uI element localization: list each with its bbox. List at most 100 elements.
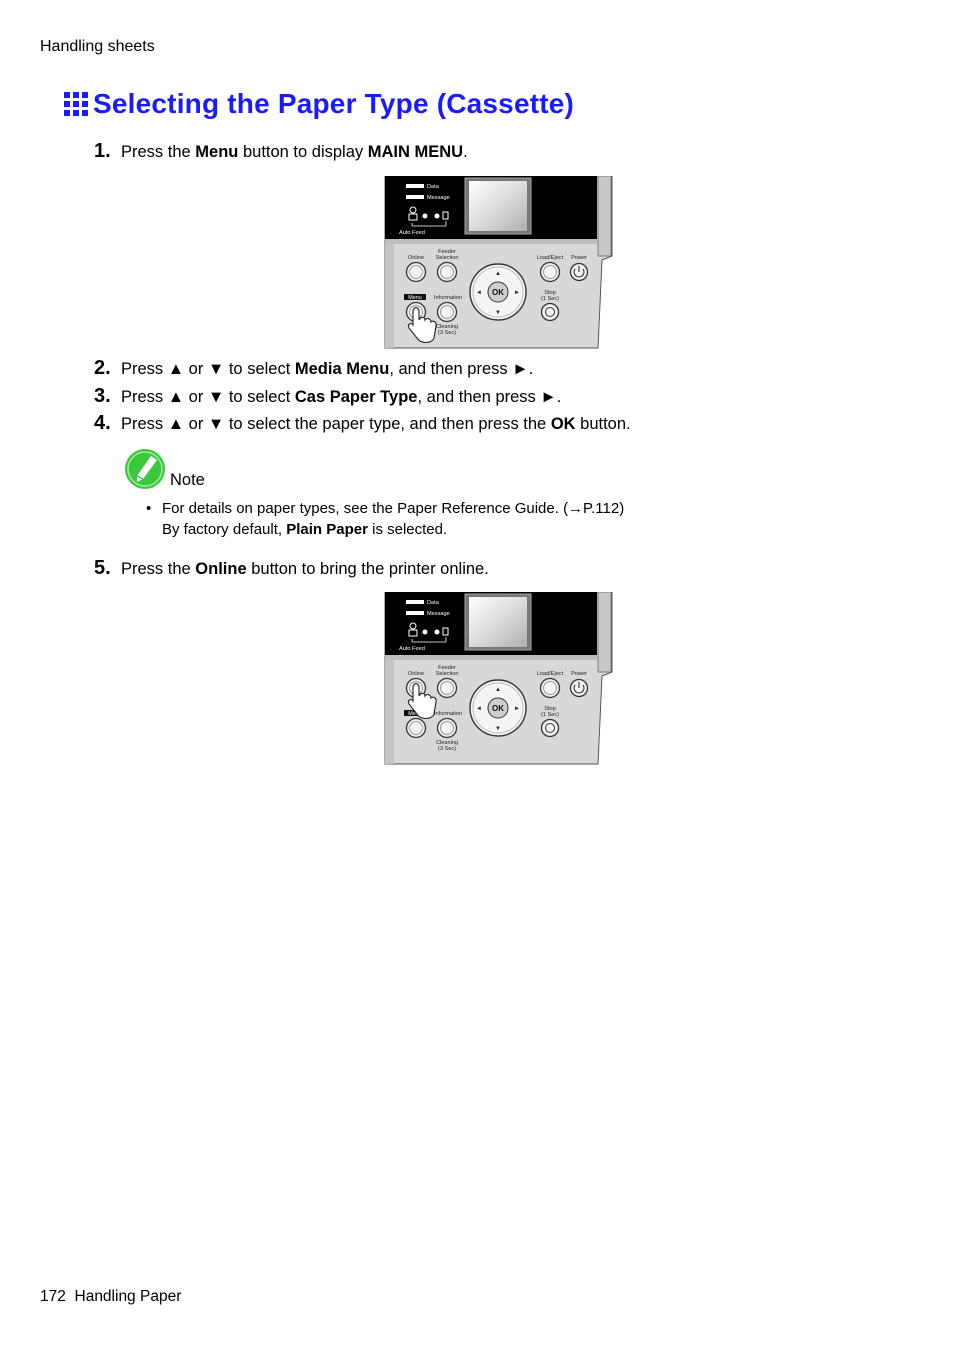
ok-label: OK xyxy=(492,288,504,297)
text-run: button to bring the printer online. xyxy=(246,560,489,578)
section-heading: Selecting the Paper Type (Cassette) xyxy=(64,88,574,120)
message-lamp xyxy=(406,611,424,615)
footer-section: Handling Paper xyxy=(74,1288,182,1305)
note-bullet: • xyxy=(146,500,152,517)
note-line-2: By factory default, Plain Paper is selec… xyxy=(162,519,624,540)
arrow-down-icon: ▼ xyxy=(495,726,501,732)
power-label: Power xyxy=(571,255,587,261)
text-run: . xyxy=(463,143,468,161)
text-run: By factory default, xyxy=(162,521,287,538)
ok-button xyxy=(487,697,509,719)
data-lamp xyxy=(406,184,424,188)
stop-label: Stop xyxy=(544,706,556,712)
menu-label: Menu xyxy=(408,711,422,717)
step-1: 1. Press the Menu button to display MAIN … xyxy=(94,140,468,163)
arrow-right-icon: ► xyxy=(514,706,520,712)
text-run: is selected. xyxy=(367,521,448,538)
step-number: 1. xyxy=(94,140,111,162)
panel-side xyxy=(597,591,612,673)
stop-time-label: (1 Sec) xyxy=(541,712,559,718)
page-title: Selecting the Paper Type (Cassette) xyxy=(93,88,575,119)
menu-label: Menu xyxy=(408,295,422,301)
data-lamp xyxy=(406,600,424,604)
step-text: Press the Menu button to display MAIN ME… xyxy=(121,143,468,162)
text-run: Press the xyxy=(121,143,196,161)
cassette-lamp xyxy=(434,629,440,635)
roll-icon xyxy=(409,622,417,630)
panel-edge xyxy=(385,592,394,764)
menu-label-bg xyxy=(404,710,426,716)
text-run: Press ▲ or ▼ to select the paper type, a… xyxy=(121,415,551,433)
ok-label: OK xyxy=(492,704,504,713)
sheet-icon xyxy=(442,627,449,636)
message-lamp xyxy=(406,195,424,199)
step-text: Press the Online button to bring the pri… xyxy=(121,560,489,579)
text-run: Press ▲ or ▼ to select xyxy=(121,360,295,378)
emphasis-text: Cas Paper Type xyxy=(294,388,418,406)
online-label: Online xyxy=(408,255,424,261)
text-run: , and then press ►. xyxy=(417,388,562,406)
roll-icon xyxy=(409,206,417,214)
grid-icon xyxy=(64,92,88,116)
power-icon xyxy=(573,682,585,694)
emphasis-text: Plain Paper xyxy=(286,521,368,538)
cleaning-label: Cleaning xyxy=(436,740,458,746)
cleaning-time-label: (3 Sec) xyxy=(438,330,456,336)
emphasis-text: Online xyxy=(195,560,247,578)
message-lamp-label: Message xyxy=(427,195,450,201)
lcd-screen xyxy=(469,597,527,647)
running-head: Handling sheets xyxy=(40,38,155,55)
step-2: 2.Press ▲ or ▼ to select Media Menu, and… xyxy=(94,357,533,380)
step-5: 5. Press the Online button to bring the p… xyxy=(94,557,489,580)
step-text: Press ▲ or ▼ to select Media Menu, and t… xyxy=(121,360,533,379)
feeder-label: Feeder xyxy=(438,665,456,671)
feeder-label: Feeder xyxy=(438,249,456,255)
lcd-screen xyxy=(469,181,527,231)
step-4: 4.Press ▲ or ▼ to select the paper type,… xyxy=(94,412,631,435)
load-eject-label: Load/Eject xyxy=(537,671,564,677)
text-run: Press ▲ or ▼ to select xyxy=(121,388,295,406)
power-label: Power xyxy=(571,671,587,677)
arrow-up-icon: ▲ xyxy=(495,687,501,693)
note-body: • For details on paper types, see the Pa… xyxy=(146,498,624,540)
page-number: 172 xyxy=(40,1288,66,1305)
note-label: Note xyxy=(170,471,205,489)
pencil-note-icon xyxy=(125,449,165,489)
paper-icon xyxy=(408,629,418,637)
stop-time-label: (1 Sec) xyxy=(541,296,559,302)
panel-edge xyxy=(385,176,394,348)
power-icon xyxy=(573,266,585,278)
cassette-lamp xyxy=(434,213,440,219)
text-run: button. xyxy=(575,415,631,433)
step-3: 3. Press ▲ or ▼ to select Cas Paper Type,… xyxy=(94,385,561,408)
stop-icon xyxy=(545,307,555,317)
load-eject-label: Load/Eject xyxy=(537,255,564,261)
pointing-hand-icon xyxy=(407,682,437,720)
arrow-right-icon: ► xyxy=(514,290,520,296)
message-lamp-label: Message xyxy=(427,611,450,617)
step-text: Press ▲ or ▼ to select the paper type, a… xyxy=(121,415,631,434)
roll-lamp xyxy=(422,629,428,635)
text-run: Press the xyxy=(121,560,196,578)
arrow-left-icon: ◄ xyxy=(476,706,482,712)
page-footer: 172 Handling Paper xyxy=(40,1288,181,1306)
step-number: 3. xyxy=(94,385,111,407)
auto-feed-label: Auto Feed xyxy=(399,646,425,652)
menu-label-bg xyxy=(404,294,426,300)
emphasis-text: Menu xyxy=(195,143,239,161)
selection-label: Selection xyxy=(435,255,458,261)
stop-button xyxy=(540,718,560,738)
text-run: button to display xyxy=(238,143,368,161)
online-label: Online xyxy=(408,671,424,677)
note-line-1: For details on paper types, see the Pape… xyxy=(162,500,625,517)
data-lamp-label: Data xyxy=(427,600,440,606)
stop-label: Stop xyxy=(544,290,556,296)
information-label: Information xyxy=(434,711,462,717)
arrow-left-icon: ◄ xyxy=(476,290,482,296)
emphasis-text: MAIN MENU xyxy=(367,143,464,161)
auto-feed-label: Auto Feed xyxy=(399,230,425,236)
step-text: Press ▲ or ▼ to select Cas Paper Type, a… xyxy=(121,388,561,407)
stop-button xyxy=(540,302,560,322)
step-number: 5. xyxy=(94,557,111,579)
